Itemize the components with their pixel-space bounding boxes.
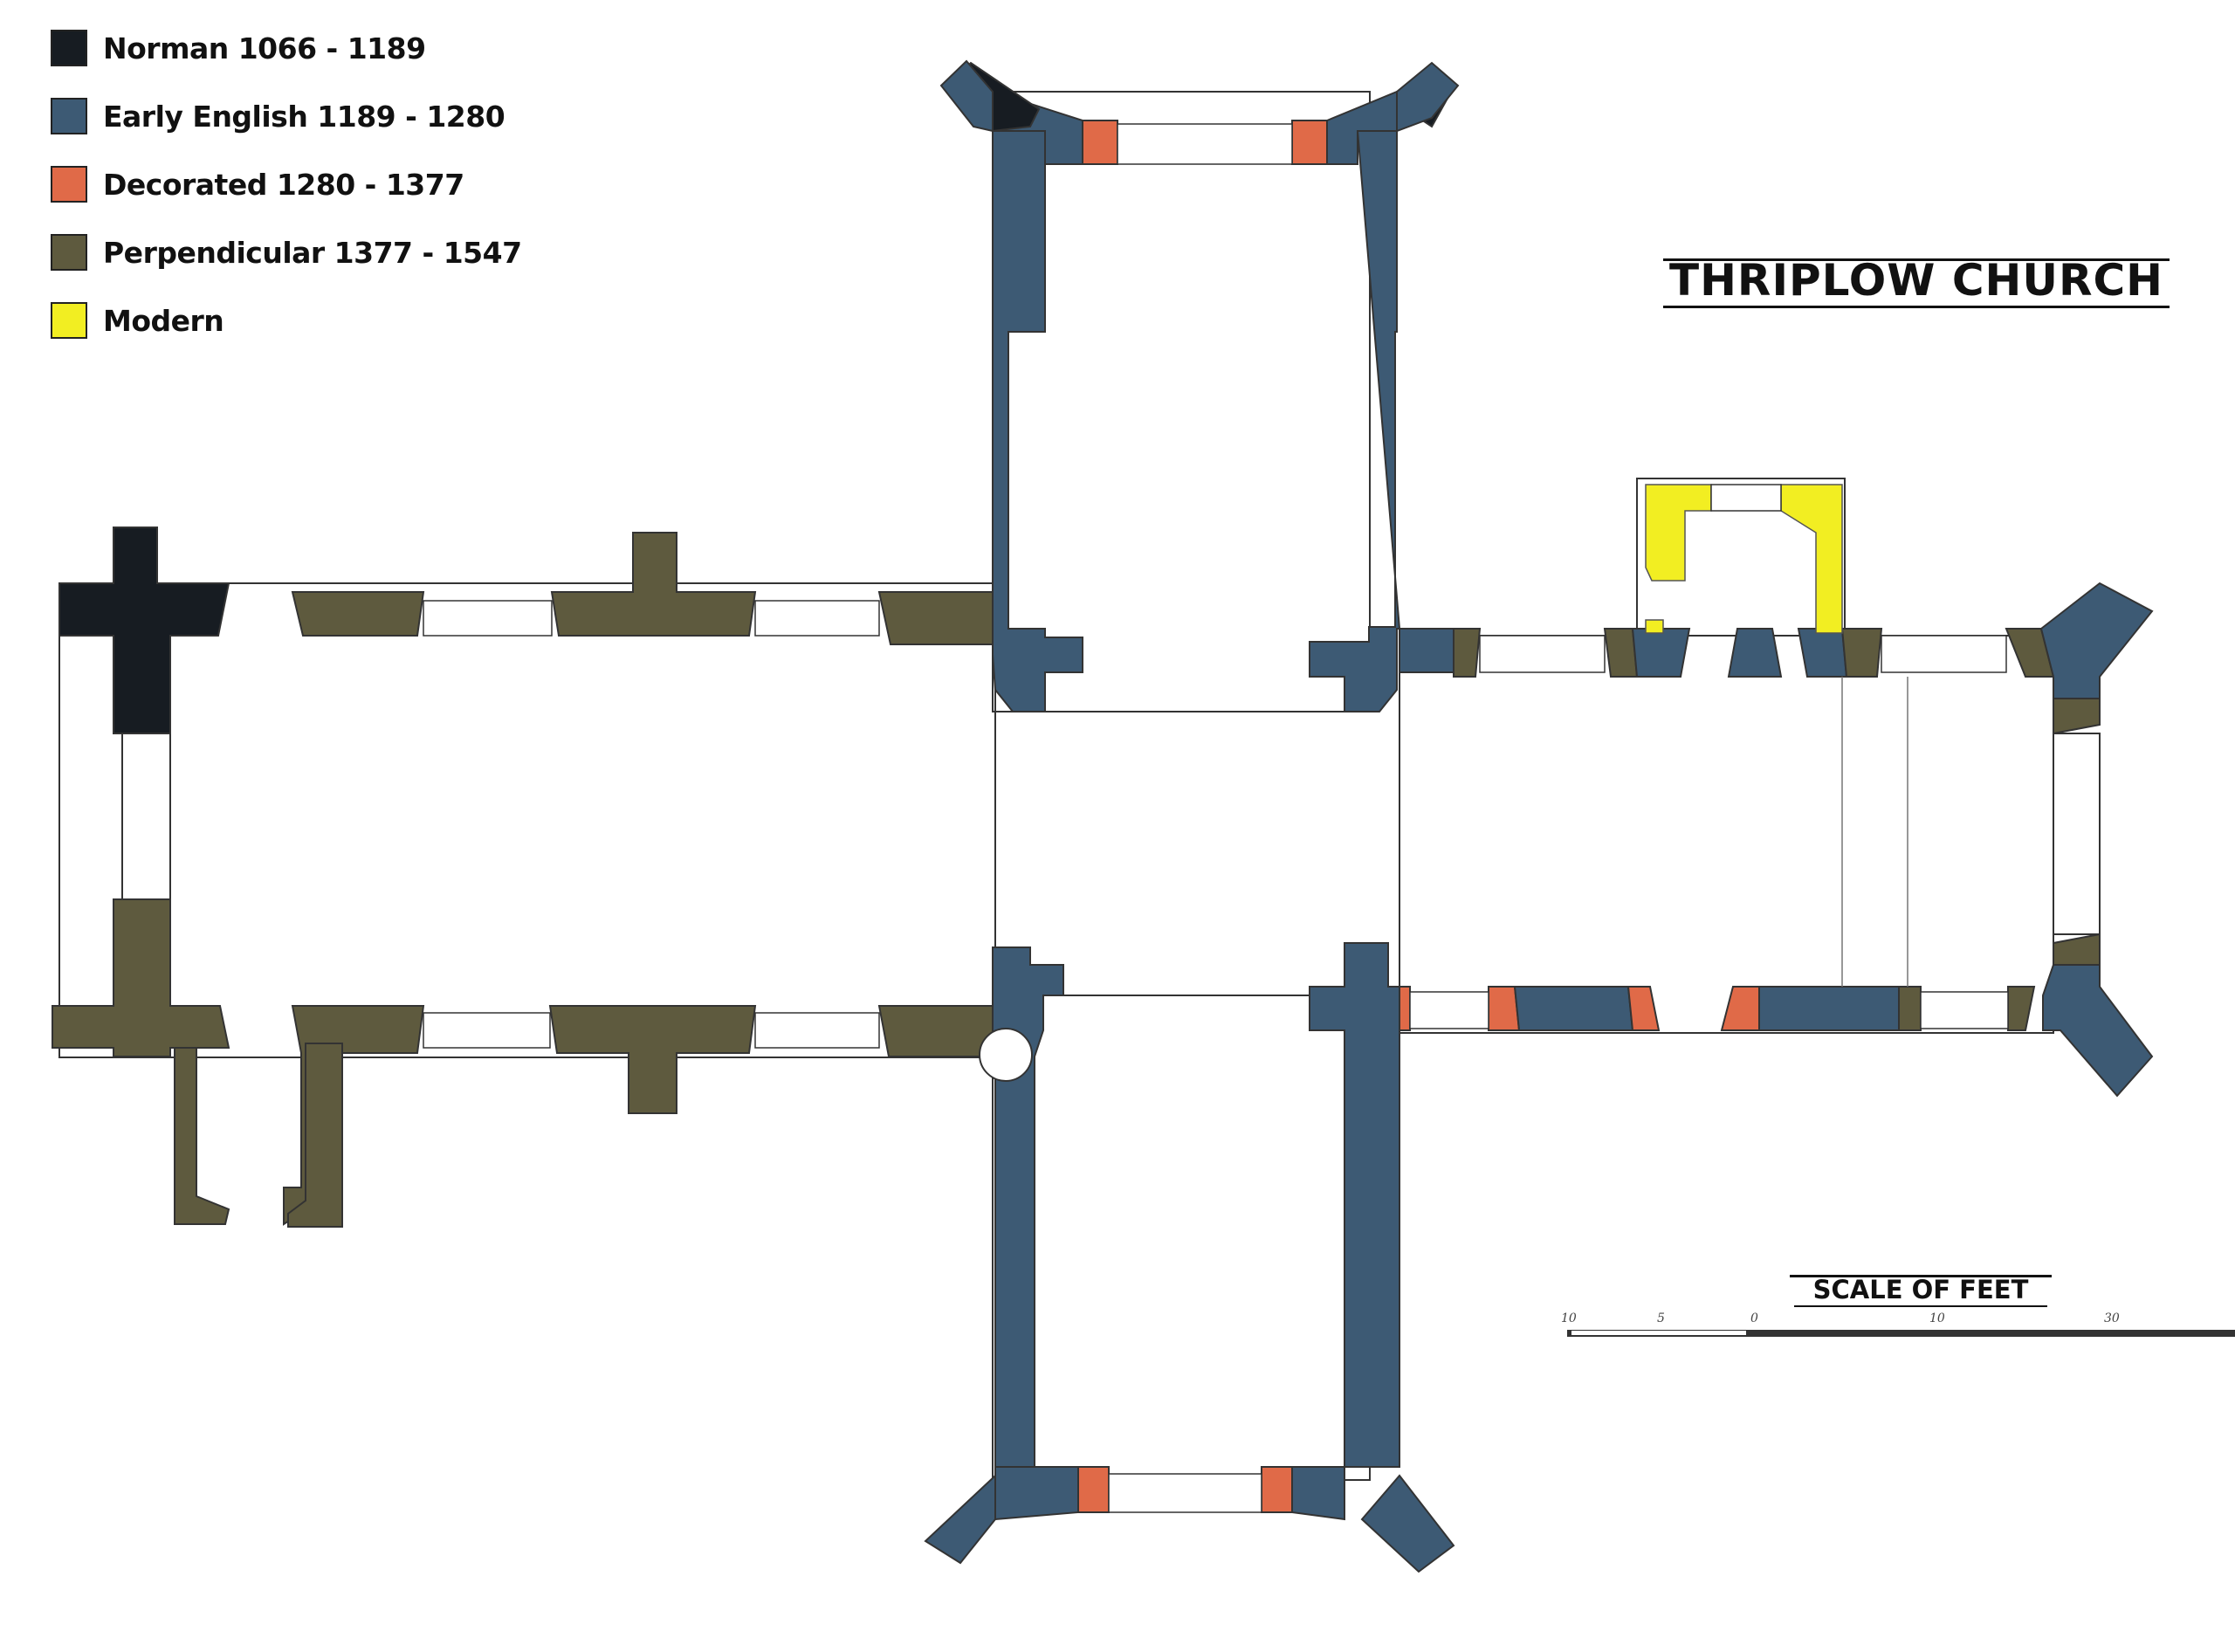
west-tower-north-buttress <box>58 527 230 734</box>
chancel-south-dec-1 <box>1399 986 1411 1031</box>
nave-north-wall-pier-3 <box>877 591 994 645</box>
chancel-south-wall-2 <box>1758 986 1900 1031</box>
south-transept-sw-buttress <box>924 1473 996 1565</box>
north-transept-walls <box>939 59 1460 712</box>
nave-walls <box>52 527 994 1228</box>
vestry-east-wall <box>1780 484 1843 634</box>
scale-label: SCALE OF FEET <box>1812 1275 2029 1304</box>
chancel-south-wall-1 <box>1513 986 1634 1031</box>
south-transept-window <box>1108 1473 1262 1513</box>
title-rule-top <box>1663 258 2170 261</box>
north-transept-window <box>1117 123 1293 165</box>
chancel-north-pier-2 <box>1603 628 1639 678</box>
chancel-south-pier-2 <box>2007 986 2036 1031</box>
scale-rule-top <box>1790 1275 2052 1277</box>
north-transept-nw-buttress-cap <box>939 59 994 133</box>
nave-south-window-2 <box>754 1012 880 1049</box>
title-rule-bottom <box>1663 306 2170 308</box>
scale-tick-label: 0 <box>1750 1311 1758 1325</box>
chancel-se-corner <box>2042 964 2154 1098</box>
page-title: THRIPLOW CHURCH <box>1668 255 2164 306</box>
south-porch-west-wall <box>162 1043 230 1225</box>
legend-item-modern: Modern <box>51 302 224 339</box>
scale-tick-label: 5 <box>1657 1311 1665 1325</box>
scale-tick-label: 10 <box>1929 1311 1945 1325</box>
legend-item-decorated: Decorated 1280 - 1377 <box>51 166 464 203</box>
chancel-south-dec-3 <box>1626 986 1661 1031</box>
south-porch-east-wall <box>287 1043 343 1228</box>
legend-label-modern: Modern <box>103 303 224 338</box>
north-transept-west-wall <box>992 130 1083 712</box>
north-transept-ne-buttress-cap <box>1396 61 1460 133</box>
scale-rule-bottom <box>1794 1305 2047 1307</box>
legend-item-perpendicular: Perpendicular 1377 - 1547 <box>51 234 522 271</box>
scale-bar <box>1567 1330 2235 1337</box>
chancel-north-wall-east-2 <box>1797 628 1848 678</box>
chancel-north-pier-1 <box>1453 628 1482 678</box>
north-window-east-jamb <box>1291 120 1328 165</box>
vestry-west-wall <box>1645 484 1712 582</box>
legend-swatch-decorated <box>51 166 87 203</box>
nave-south-wall-pier-2 <box>548 1005 757 1114</box>
chancel-north-window-1 <box>1479 635 1606 673</box>
legend-label-perpendicular: Perpendicular 1377 - 1547 <box>103 235 522 270</box>
chancel-north-wall-west <box>1399 628 1454 673</box>
nave-north-wall-pier-1 <box>291 591 425 637</box>
chancel-south-dec-4 <box>1720 986 1760 1031</box>
south-transept-east-wall <box>1309 942 1400 1468</box>
legend-item-early-english: Early English 1189 - 1280 <box>51 98 505 134</box>
legend-label-norman: Norman 1066 - 1189 <box>103 31 426 65</box>
scale-bar-line <box>1567 1330 2235 1337</box>
chancel-east-wall-north <box>2053 698 2101 735</box>
legend-label-early-english: Early English 1189 - 1280 <box>103 99 505 134</box>
nave-north-window-1 <box>423 600 553 637</box>
legend-swatch-early-english <box>51 98 87 134</box>
scale-tick-label: 10 <box>1561 1311 1577 1325</box>
south-transept-south-wall <box>994 1466 1079 1521</box>
legend-swatch-perpendicular <box>51 234 87 271</box>
chancel-north-window-2 <box>1881 635 2007 673</box>
north-window-west-jamb <box>1082 120 1118 165</box>
north-transept-east-wall <box>1309 130 1401 712</box>
scale-tick-label: 30 <box>2104 1311 2120 1325</box>
scale-bar-segment <box>1571 1331 1746 1335</box>
chancel-south-window-2 <box>1920 991 2009 1029</box>
vestry-sw-fragment <box>1645 619 1664 634</box>
stair-turret <box>979 1028 1033 1082</box>
chancel-south-window-1 <box>1409 991 1489 1029</box>
legend-swatch-norman <box>51 30 87 66</box>
south-transept-south-wall-east <box>1291 1466 1345 1521</box>
west-window <box>121 733 171 900</box>
south-window-east-jamb <box>1261 1466 1293 1513</box>
chancel-walls <box>1399 582 2154 1098</box>
west-wall-lower <box>52 898 230 1057</box>
legend-label-decorated: Decorated 1280 - 1377 <box>103 167 464 202</box>
vestry-window <box>1710 484 1782 512</box>
chancel-screen-lines <box>1841 677 1908 987</box>
south-transept-walls <box>924 942 1455 1573</box>
nave-south-wall-pier-3 <box>877 1005 994 1057</box>
window-openings <box>423 123 2009 1513</box>
nave-north-window-2 <box>754 600 880 637</box>
chancel-ne-corner <box>2039 582 2154 712</box>
chancel-east-window <box>2053 733 2101 935</box>
chancel-east-wall-south <box>2053 933 2101 966</box>
south-transept-se-buttress <box>1360 1474 1455 1573</box>
legend-swatch-modern <box>51 302 87 339</box>
chancel-north-wall-east-1 <box>1727 628 1783 678</box>
legend-item-norman: Norman 1066 - 1189 <box>51 30 426 66</box>
nave-south-window-1 <box>423 1012 551 1049</box>
chancel-north-pier-3 <box>1840 628 1883 678</box>
chancel-south-pier-1 <box>1898 986 1922 1031</box>
south-transept-west-wall <box>992 946 1064 1468</box>
nave-north-wall-pier-2 <box>550 532 757 637</box>
chancel-north-wall-mid <box>1631 628 1691 678</box>
south-window-west-jamb <box>1077 1466 1110 1513</box>
